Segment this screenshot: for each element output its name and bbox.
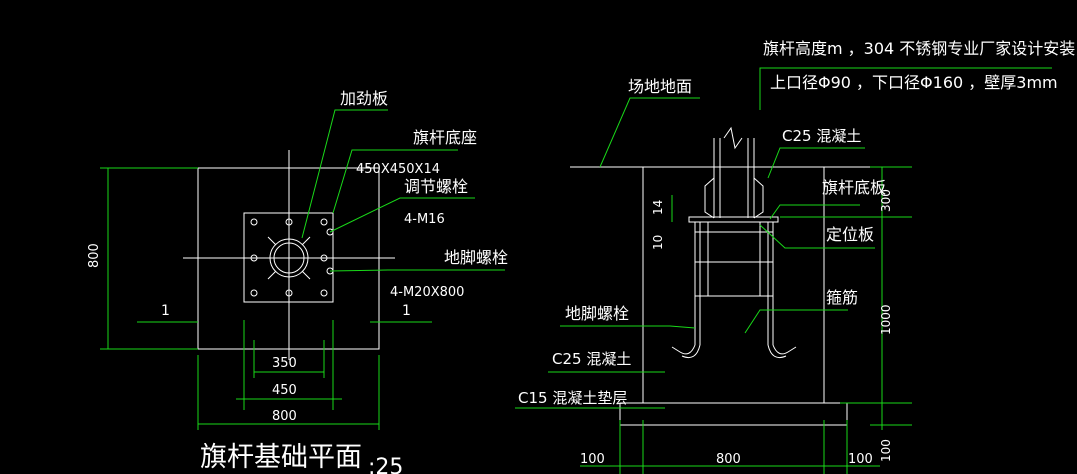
plan-pole-inner — [273, 242, 305, 274]
label-adjust-bolt: 调节螺栓 — [404, 177, 468, 196]
section-bedding — [619, 402, 848, 426]
label-stirrup: 箍筋 — [826, 288, 858, 307]
leader-base-seat — [332, 149, 458, 214]
stiffener-rib — [301, 270, 311, 280]
leader-anchor-bolt — [329, 269, 505, 272]
plan-title: 旗杆基础平面 — [200, 442, 362, 473]
section-label-left: 1 — [161, 303, 170, 319]
plan-dimensions — [100, 167, 380, 430]
dim-300: 300 — [879, 189, 893, 212]
leader-adjust-bolt — [329, 197, 475, 233]
leader-base-plate — [769, 204, 860, 220]
label-ground: 场地地面 — [628, 77, 692, 96]
leader-locating-plate — [759, 224, 875, 249]
dim-100-vertical: 100 — [879, 439, 893, 462]
label-adjust-bolt-spec: 4-M16 — [404, 212, 445, 227]
leader-pole-note — [759, 67, 1052, 110]
plan-view: 加劲板 旗杆底座 450X450X14 调节螺栓 4-M16 地脚螺栓 4-M2… — [87, 89, 508, 474]
section-stiffener — [704, 177, 715, 219]
pole-note-line1: 旗杆高度m ，304 不锈钢专业厂家设计安装 — [763, 39, 1075, 58]
dim-100-right: 100 — [848, 452, 873, 467]
label-anchor-bolt-spec: 4-M20X800 — [390, 285, 464, 300]
label-c25-mid: C25 混凝土 — [552, 350, 631, 368]
dim-plan-350: 350 — [272, 356, 297, 371]
leader-stiffener — [301, 109, 388, 239]
stiffener-rib — [267, 270, 277, 280]
label-anchor-bolt-section: 地脚螺栓 — [565, 304, 629, 323]
section-view: 旗杆高度m ，304 不锈钢专业厂家设计安装 上口径Φ90 ，下口径Φ160 ，… — [515, 39, 1075, 474]
dim-1000: 1000 — [879, 304, 893, 335]
pole-break-mark — [723, 126, 743, 150]
label-c25-top: C25 混凝土 — [782, 127, 861, 145]
leader-ground — [599, 97, 700, 168]
label-base-seat: 旗杆底座 — [413, 128, 477, 147]
dim-10: 10 — [651, 235, 665, 250]
label-anchor-bolt: 地脚螺栓 — [444, 248, 508, 267]
leader-anchor-bolt-sec — [560, 325, 696, 329]
pole-note-line2: 上口径Φ90 ，下口径Φ160 ，壁厚3mm — [770, 73, 1058, 92]
section-stiffener — [753, 177, 764, 219]
label-c15: C15 混凝土垫层 — [518, 389, 627, 407]
leader-c25-top — [767, 147, 865, 179]
section-label-right: 1 — [402, 303, 411, 319]
section-foundation — [642, 166, 825, 404]
stiffener-rib — [267, 236, 277, 246]
label-base-size: 450X450X14 — [356, 162, 440, 177]
plan-pole-outer — [269, 238, 309, 278]
dim-14: 14 — [651, 200, 665, 215]
dim-plan-800: 800 — [272, 409, 297, 424]
label-stiffener: 加劲板 — [340, 89, 388, 108]
section-dimensions — [580, 166, 912, 474]
dim-800-section: 800 — [716, 452, 741, 467]
plan-scale: :25 — [368, 455, 403, 474]
label-base-plate: 旗杆底板 — [822, 178, 886, 197]
stiffener-rib — [301, 236, 311, 246]
dim-plan-height: 800 — [87, 243, 102, 268]
label-locating-plate: 定位板 — [826, 225, 874, 244]
plan-bolt-holes — [250, 218, 334, 297]
section-base-plate — [688, 216, 779, 223]
anchor-cage — [671, 222, 797, 359]
dim-100-left: 100 — [580, 452, 605, 467]
leader-stirrup — [744, 309, 848, 334]
dim-plan-450: 450 — [272, 383, 297, 398]
